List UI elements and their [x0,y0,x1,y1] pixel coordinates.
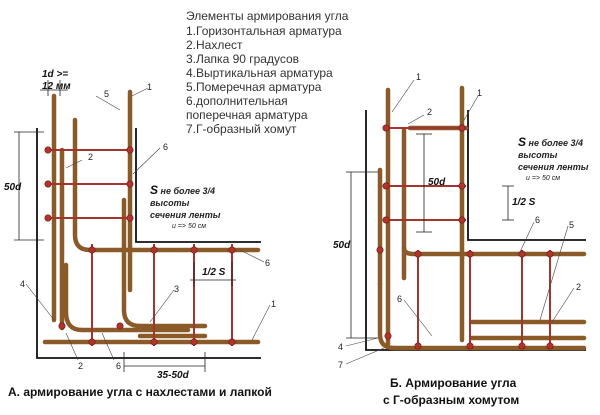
a-label-1-bottom: 1 [271,299,276,309]
a-bar-dot [126,146,134,154]
diagram-a: 1d >= 12 мм 50d 1/2 S 35-50d S не более … [4,69,276,399]
legend-item-5: 5.Померечная арматура [186,80,322,94]
a-caption: А. армирование угла с нахлестами и лапко… [8,385,272,399]
legend-item-3: 3.Лапка 90 градусов [186,52,299,66]
a-bar-dot [88,338,96,346]
b-label-5: 5 [569,220,574,230]
b-bar-dot [414,342,422,350]
b-dim-50d-inner: 50d [428,177,446,188]
b-label-1-right: 1 [477,88,482,98]
a-bar-dot [116,322,124,330]
b-note-line3: сечения ленты [518,162,589,172]
a-bar-dot [228,338,236,346]
a-bar-dot [190,246,198,254]
a-note-s: S не более 3/4 [150,183,215,197]
a-label-5: 5 [104,89,109,99]
diagram-b: 50d 50d 1/2 S S не более 3/4 высоты сече… [333,72,589,407]
a-bar-dot [150,246,158,254]
a-dim-50d: 50d [4,182,22,193]
b-bar-dot [518,342,526,350]
a-bar-dots [44,146,236,346]
b-label-1-left: 1 [416,72,421,82]
legend-item-6: 6.дополнительная [186,94,288,108]
legend-item-4: 4.Выртикальная арматура [186,66,333,80]
a-bar-dot [88,246,96,254]
a-outer-corner-bar [63,262,191,333]
b-label-6-top: 6 [535,215,540,225]
a-hook-bar [121,197,208,329]
a-label-3: 3 [174,284,179,294]
a-bar-dot [190,338,198,346]
b-bar-dot [384,332,392,340]
b-bar-dot [458,124,466,132]
b-bar-dot [466,250,474,258]
a-wall-outer [36,128,261,359]
b-label-2-right: 2 [576,282,581,292]
b-bar-dot [382,182,390,190]
a-wall-inner [135,128,261,243]
a-bar-dot [150,338,158,346]
a-dim-1d: 1d >= [42,69,68,80]
a-bar-dot [126,180,134,188]
b-bar-dot [382,124,390,132]
a-bar-dot [126,214,134,222]
a-label-6-bottom: 6 [116,361,121,371]
a-dim-12mm: 12 мм [42,81,71,92]
a-label-2-bottom: 2 [78,361,83,371]
a-cross-bars [46,149,233,346]
b-horizontal-bar-top [401,245,587,257]
a-bar-dot [44,146,52,154]
b-label-2-top: 2 [427,107,432,117]
b-bar-dot [546,250,554,258]
b-wall-inner [467,110,586,241]
b-cross-bars [384,127,551,346]
b-label-4: 4 [338,342,343,352]
b-dim-half-s: 1/2 S [512,197,536,208]
b-caption-line1: Б. Армирование угла [390,376,517,390]
b-bar-dot [518,250,526,258]
b-dim-50d-outer: 50d [333,240,351,251]
b-bar-dot [546,342,554,350]
a-label-1: 1 [147,82,152,92]
b-label-7: 7 [338,360,343,370]
a-bar-dot [44,180,52,188]
legend-item-7: 7.Г-образный хомут [186,122,297,136]
b-bar-dot [376,246,384,254]
a-dim-35-50d: 35-50d [157,370,190,381]
a-dim-half-s: 1/2 S [202,267,226,278]
legend-item-1: 1.Горизонтальная арматура [186,24,342,38]
b-bar-dot [466,342,474,350]
b-note-line2: высоты [518,150,558,160]
a-label-6-right: 6 [265,258,270,268]
legend-item-2: 2.Нахлест [186,38,243,52]
a-bar-dot [228,246,236,254]
b-note-s: S не более 3/4 [518,135,583,149]
b-l-clamp [377,281,587,351]
a-note-line4: и => 50 см [172,223,206,230]
b-label-6-bottom: 6 [397,294,402,304]
a-label-4: 4 [20,279,25,289]
b-caption-line2: с Г-образным хомутом [383,393,519,407]
legend-title: Элементы армирования угла [186,9,349,23]
a-note-line3: сечения ленты [150,210,221,220]
a-label-6-top: 6 [163,142,168,152]
b-bar-dot [458,182,466,190]
a-note-line2: высоты [150,198,190,208]
b-bar-dot [414,250,422,258]
b-bar-dot [458,216,466,224]
b-bar-dot [382,216,390,224]
a-bar-dot [44,214,52,222]
b-bar-dots [376,124,554,350]
a-label-2: 2 [88,152,93,162]
legend-item-6-cont: поперечная арматура [186,108,308,122]
a-bar-dot [58,322,66,330]
b-note-line4: и => 50 см [526,175,560,182]
